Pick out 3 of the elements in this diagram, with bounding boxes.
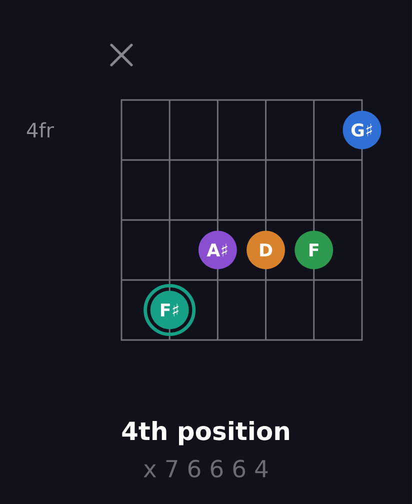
- position-heading: 4th position: [122, 421, 289, 446]
- fret-number: 4fr: [26, 122, 54, 138]
- fingering-text: x 7 6 6 6 4: [144, 460, 268, 478]
